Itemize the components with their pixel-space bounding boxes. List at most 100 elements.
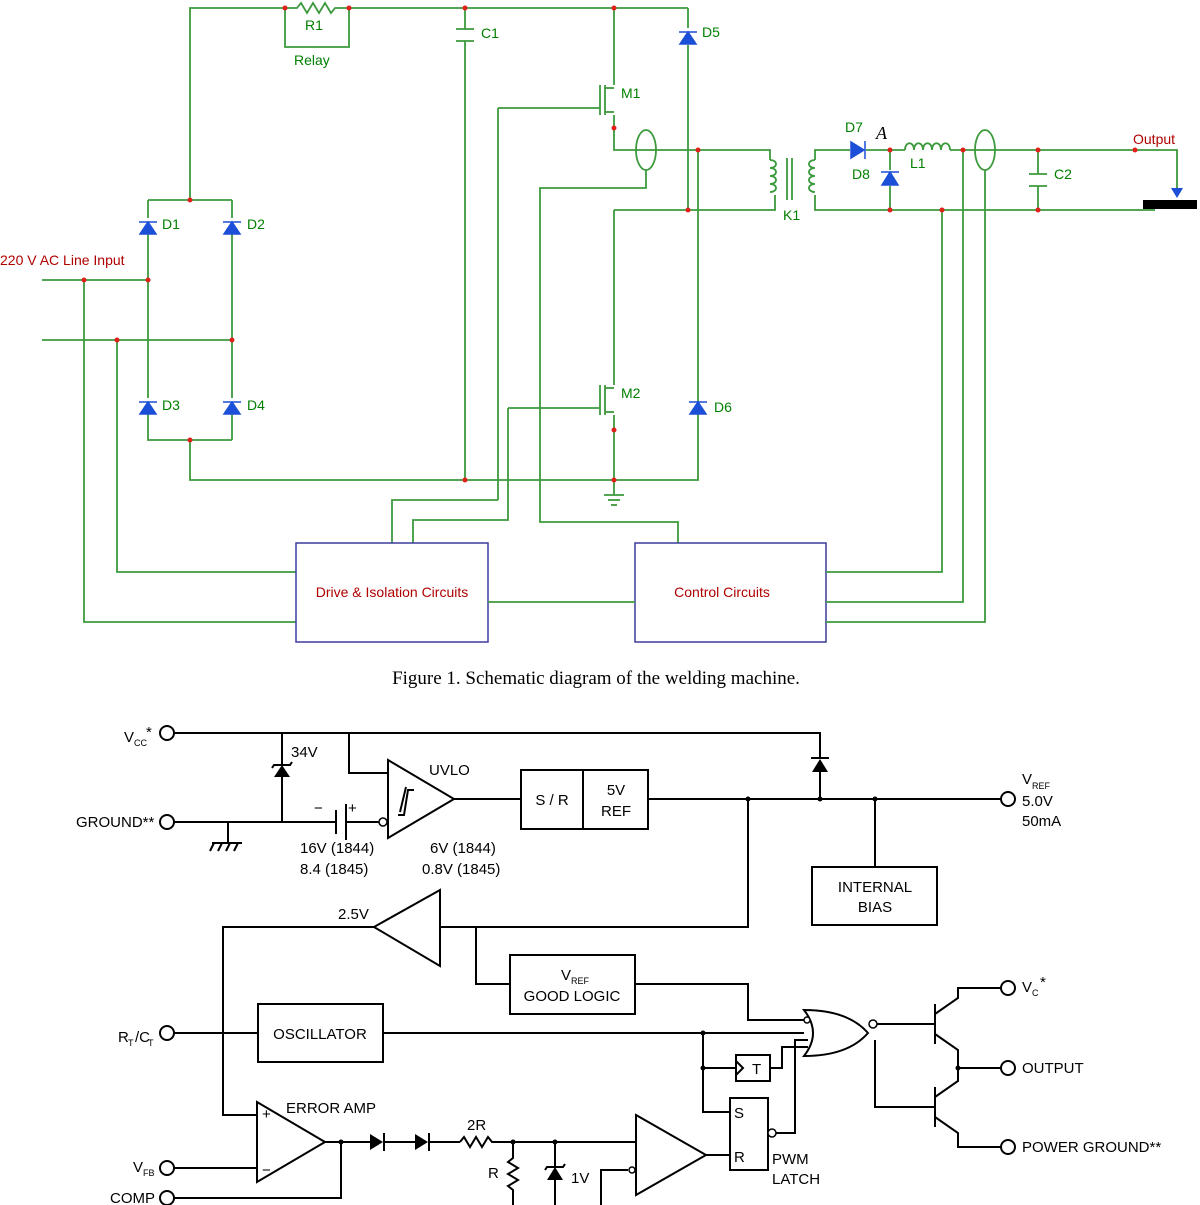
wire-good-logic (475, 927, 810, 1021)
buffer-2v5: 2.5V (338, 888, 441, 968)
latch-s-label: S (734, 1105, 744, 1122)
uvlo-comparator: UVLO (378, 758, 470, 840)
c2-label: C2 (1054, 166, 1072, 182)
vc-pin-label: V (1022, 979, 1032, 996)
block-oscillator: OSCILLATOR (257, 1003, 384, 1063)
diode-d1: D1 (138, 216, 180, 235)
drive-block-label: Drive & Isolation Circuits (316, 584, 469, 600)
resistor-r: R (488, 1142, 520, 1205)
capacitor-c1: C1 (456, 8, 499, 480)
wire-2v5 (222, 799, 749, 1116)
c1-label: C1 (481, 25, 499, 41)
oscillator-label: OSCILLATOR (273, 1026, 367, 1043)
rtct-pin-sub2: T (148, 1038, 154, 1048)
zener-34v: 34V (271, 744, 318, 777)
error-amp: + − ERROR AMP (256, 1100, 376, 1184)
d5-label: D5 (702, 24, 720, 40)
d2-label: D2 (247, 216, 265, 232)
r1-label: R1 (305, 17, 323, 33)
relay-r1: R1 Relay (284, 1, 350, 68)
r2r-label: 2R (467, 1117, 486, 1134)
resistor-2r: 2R (459, 1117, 636, 1149)
block-control: Control Circuits (634, 542, 827, 643)
node-a-label: A (875, 123, 888, 143)
error-amp-minus: − (262, 1162, 271, 1179)
internal-bias-label-2: BIAS (858, 899, 892, 916)
pwm-label: PWM (772, 1151, 809, 1168)
wire-top-rail (189, 7, 688, 200)
zener-label: 34V (291, 744, 318, 761)
pin-circles (159, 725, 1016, 1205)
internal-bias-label-1: INTERNAL (838, 879, 912, 896)
control-block-label: Control Circuits (674, 584, 770, 600)
wire-control-feedback (826, 150, 986, 623)
v1-label: 1V (571, 1170, 589, 1187)
good-logic-v: V (561, 967, 571, 984)
comp-pin-label: COMP (110, 1190, 155, 1205)
toggle-flipflop: T (735, 1054, 771, 1082)
diode-series-2 (415, 1133, 430, 1151)
vcc-pin-sub: CC (134, 738, 147, 748)
block-vref-good-logic: V REF GOOD LOGIC (509, 954, 636, 1015)
battery-plus: + (348, 800, 357, 817)
diode-series-1 (370, 1133, 385, 1151)
d1-label: D1 (162, 216, 180, 232)
uvlo-on-threshold-1845: 8.4 (1845) (300, 861, 368, 878)
figure1-schematic: R1 Relay C1 M1 D5 (0, 1, 1197, 689)
capacitor-c2: C2 (1029, 150, 1072, 210)
current-sense-comparator (628, 1113, 709, 1197)
d8-label: D8 (852, 166, 870, 182)
vref-current: 50mA (1022, 813, 1061, 830)
pwm-latch: S R PWM LATCH (729, 1097, 820, 1188)
m1-label: M1 (621, 85, 641, 101)
wire-uvlo-in (348, 733, 388, 774)
l1-label: L1 (910, 155, 926, 171)
error-amp-plus: + (262, 1106, 271, 1123)
power-ground-pin-label: POWER GROUND** (1022, 1139, 1161, 1156)
mosfet-m1: M1 (497, 85, 641, 500)
vc-pin-sup: * (1040, 974, 1046, 991)
toggle-label: T (752, 1061, 761, 1078)
battery-minus: − (314, 800, 323, 817)
inductor-l1: L1 (904, 142, 951, 171)
rtct-pin-label: R (118, 1029, 129, 1046)
vc-pin-sub: C (1032, 988, 1039, 998)
rtct-pin-sub1: T (128, 1038, 134, 1048)
diode-d2: D2 (222, 216, 265, 235)
wire-vfb (174, 1142, 342, 1199)
wire-m1-gate-drive (391, 499, 498, 543)
diode-d5: D5 (678, 24, 720, 45)
good-logic-label: GOOD LOGIC (524, 988, 621, 1005)
diode-vref-supply (811, 757, 829, 772)
wire-m1-drain (613, 8, 698, 151)
diode-d7: D7 (845, 119, 866, 160)
diode-d6: D6 (688, 399, 732, 415)
battery-reference: − + (314, 800, 357, 840)
d7-label: D7 (845, 119, 863, 135)
mosfet-m2: M2 (412, 385, 641, 543)
rtct-pin-mid: /C (135, 1029, 150, 1046)
block-drive-isolation: Drive & Isolation Circuits (295, 542, 489, 643)
junction-dots (81, 5, 1138, 483)
wire-vcc-rail (174, 732, 821, 799)
latch-r-label: R (734, 1149, 745, 1166)
ref-5v-label: 5V (607, 782, 625, 799)
vfb-pin-sub: FB (143, 1168, 155, 1178)
uvlo-label: UVLO (429, 762, 470, 779)
relay-label: Relay (294, 52, 330, 68)
vcc-pin-sup: * (146, 724, 152, 741)
d6-label: D6 (714, 399, 732, 415)
uvlo-off-threshold-1844: 6V (1844) (430, 840, 496, 857)
ground-symbol-1 (604, 494, 624, 506)
vfb-pin-label: V (133, 1159, 143, 1176)
m2-label: M2 (621, 385, 641, 401)
uvlo-on-threshold-1844: 16V (1844) (300, 840, 374, 857)
wire-primary (614, 149, 776, 470)
vcc-pin-label: V (124, 729, 134, 746)
good-logic-sub: REF (571, 976, 590, 986)
ground-pin-label: GROUND** (76, 814, 155, 831)
diode-d8: D8 (852, 166, 900, 186)
vref-pin-sub: REF (1032, 781, 1051, 791)
sr-label: S / R (535, 792, 569, 809)
